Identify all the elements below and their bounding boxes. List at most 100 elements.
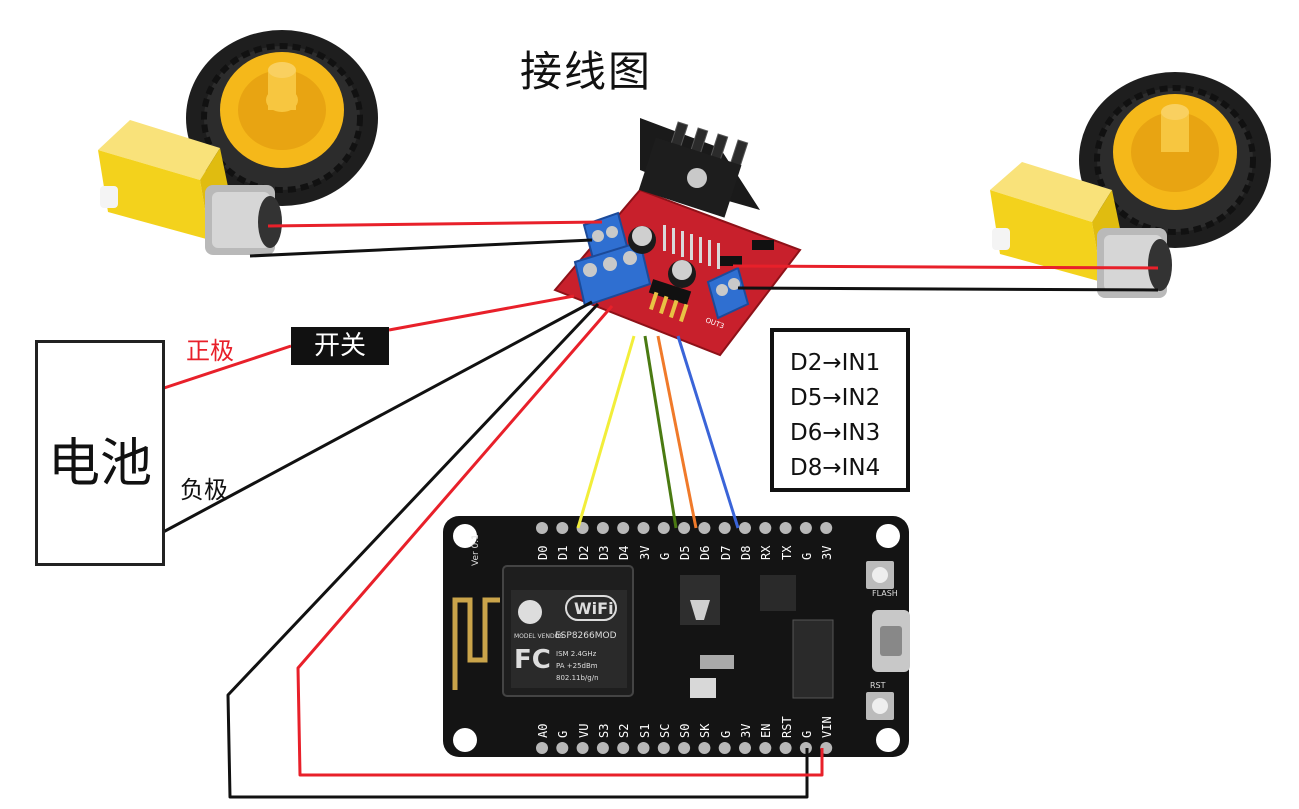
esp-top-pin-label: RX bbox=[759, 545, 774, 560]
left-motor bbox=[98, 120, 282, 255]
esp-top-pin bbox=[739, 522, 751, 534]
pin-map-legend: D2→IN1 D5→IN2 D6→IN3 D8→IN4 bbox=[770, 328, 910, 492]
esp-top-pin bbox=[718, 522, 731, 534]
right-motor-black-wire bbox=[737, 286, 1159, 292]
negative-terminal-label: 负极 bbox=[180, 476, 228, 504]
esp-top-pin bbox=[799, 522, 812, 534]
esp-bottom-pin-label: G bbox=[718, 730, 733, 738]
esp-top-pin bbox=[657, 522, 670, 534]
module-model: ESP8266MOD bbox=[555, 631, 617, 641]
positive-terminal-label: 正极 bbox=[186, 337, 234, 365]
left-motor-black-wire bbox=[249, 238, 593, 258]
esp-top-pin-label: TX bbox=[779, 545, 794, 560]
right-wheel bbox=[1079, 72, 1271, 248]
esp-top-pin-label: G bbox=[657, 552, 672, 560]
right-motor-red-wire bbox=[732, 264, 1159, 270]
esp-top-pin-label: D0 bbox=[536, 545, 550, 560]
wifi-logo: WiFi bbox=[574, 599, 614, 618]
esp-bottom-pin bbox=[617, 742, 630, 754]
esp-bottom-pin bbox=[576, 742, 589, 754]
power-to-esp-vin-wire bbox=[296, 305, 824, 777]
nodemcu-esp8266-board: WiFi ESP8266MOD FC ISM 2.4GHz PA +25dBm … bbox=[443, 516, 910, 757]
esp-bottom-pin bbox=[596, 742, 609, 754]
ground-to-esp-wire bbox=[226, 302, 809, 799]
esp-bottom-pin bbox=[779, 742, 792, 754]
l298n-driver-board: OUT3 bbox=[553, 118, 802, 357]
esp-bottom-pin bbox=[698, 742, 711, 754]
esp-bottom-pin-label: RST bbox=[779, 716, 794, 738]
esp-bottom-pin-label: S1 bbox=[637, 723, 652, 738]
esp-top-pin bbox=[698, 522, 711, 534]
esp-top-pin bbox=[759, 522, 772, 534]
esp-bottom-pin-label: S3 bbox=[596, 723, 611, 738]
battery-box: 电池 bbox=[35, 340, 165, 566]
esp-top-pin-label: D7 bbox=[718, 545, 733, 560]
module-spec-3: 802.11b/g/n bbox=[556, 674, 599, 682]
rst-button-label: RST bbox=[870, 681, 886, 690]
esp-top-pin bbox=[678, 522, 691, 534]
esp-bottom-pin bbox=[718, 742, 731, 754]
left-wheel bbox=[186, 30, 378, 206]
esp-top-pin bbox=[820, 522, 833, 534]
esp-bottom-pin bbox=[759, 742, 772, 754]
esp-bottom-pin-label: VU bbox=[576, 723, 591, 738]
d6-in3-wire bbox=[656, 335, 698, 529]
esp-top-pin-label: D6 bbox=[698, 545, 713, 560]
esp-top-pin bbox=[556, 522, 569, 534]
left-motor-red-wire bbox=[267, 220, 603, 228]
esp-top-pin-label: 3V bbox=[820, 545, 835, 560]
esp-top-pin bbox=[617, 522, 630, 534]
esp-bottom-pin bbox=[657, 742, 670, 754]
esp-top-pin bbox=[596, 522, 609, 534]
fcc-logo: FC bbox=[514, 645, 551, 675]
esp-top-pin-label: D4 bbox=[617, 545, 632, 560]
board-version: Ver 0.1 bbox=[471, 534, 481, 566]
esp-top-pin bbox=[779, 522, 792, 534]
pin-map-row: D5→IN2 bbox=[790, 385, 881, 411]
right-motor bbox=[990, 162, 1172, 298]
pin-map-row: D8→IN4 bbox=[790, 455, 881, 481]
esp-top-pin-label: D8 bbox=[739, 545, 753, 560]
d8-in4-wire bbox=[676, 335, 740, 529]
battery-label: 电池 bbox=[47, 434, 152, 494]
esp-bottom-pin-label: A0 bbox=[536, 723, 550, 738]
module-spec-2: PA +25dBm bbox=[556, 662, 598, 670]
esp-bottom-pin-label: S0 bbox=[678, 723, 693, 738]
esp-bottom-pin-label: SC bbox=[657, 723, 672, 738]
d2-in1-wire bbox=[576, 335, 636, 529]
esp-bottom-pin bbox=[637, 742, 650, 754]
flash-button-label: FLASH bbox=[872, 589, 898, 598]
esp-bottom-pin-label: G bbox=[556, 730, 571, 738]
battery-negative-wire bbox=[151, 300, 593, 540]
module-vendor: MODEL VENDOR bbox=[514, 633, 563, 640]
esp-bottom-pin bbox=[678, 742, 691, 754]
esp-top-pin-label: 3V bbox=[637, 545, 652, 560]
pin-map-row: D2→IN1 bbox=[790, 350, 881, 376]
battery-positive-wire bbox=[157, 344, 292, 392]
pin-map-row: D6→IN3 bbox=[790, 420, 881, 446]
esp-top-pin-label: D5 bbox=[678, 545, 693, 560]
esp-bottom-pin bbox=[536, 742, 548, 754]
esp-bottom-pin-label: 3V bbox=[739, 723, 753, 738]
esp-bottom-pin-label: VIN bbox=[820, 716, 835, 738]
esp-top-pin-label: G bbox=[799, 552, 814, 560]
esp-top-pin-label: D1 bbox=[556, 545, 571, 560]
esp-bottom-pin-label: G bbox=[799, 730, 814, 738]
esp-top-pin bbox=[637, 522, 650, 534]
esp-bottom-pin-label: S2 bbox=[617, 723, 632, 738]
esp-top-pin bbox=[536, 522, 548, 534]
esp-top-pin-label: D2 bbox=[576, 545, 591, 560]
esp-bottom-pin bbox=[556, 742, 569, 754]
esp-bottom-pin-label: SK bbox=[698, 723, 713, 738]
diagram-title: 接线图 bbox=[520, 47, 653, 96]
esp-top-pin-label: D3 bbox=[596, 545, 611, 560]
esp-bottom-pin bbox=[739, 742, 751, 754]
module-spec-1: ISM 2.4GHz bbox=[556, 650, 597, 658]
d5-in2-wire bbox=[643, 335, 678, 529]
esp-bottom-pin-label: EN bbox=[759, 723, 774, 738]
power-switch: 开关 bbox=[291, 327, 389, 365]
wires bbox=[151, 220, 1159, 799]
switch-to-driver-wire bbox=[388, 294, 575, 332]
